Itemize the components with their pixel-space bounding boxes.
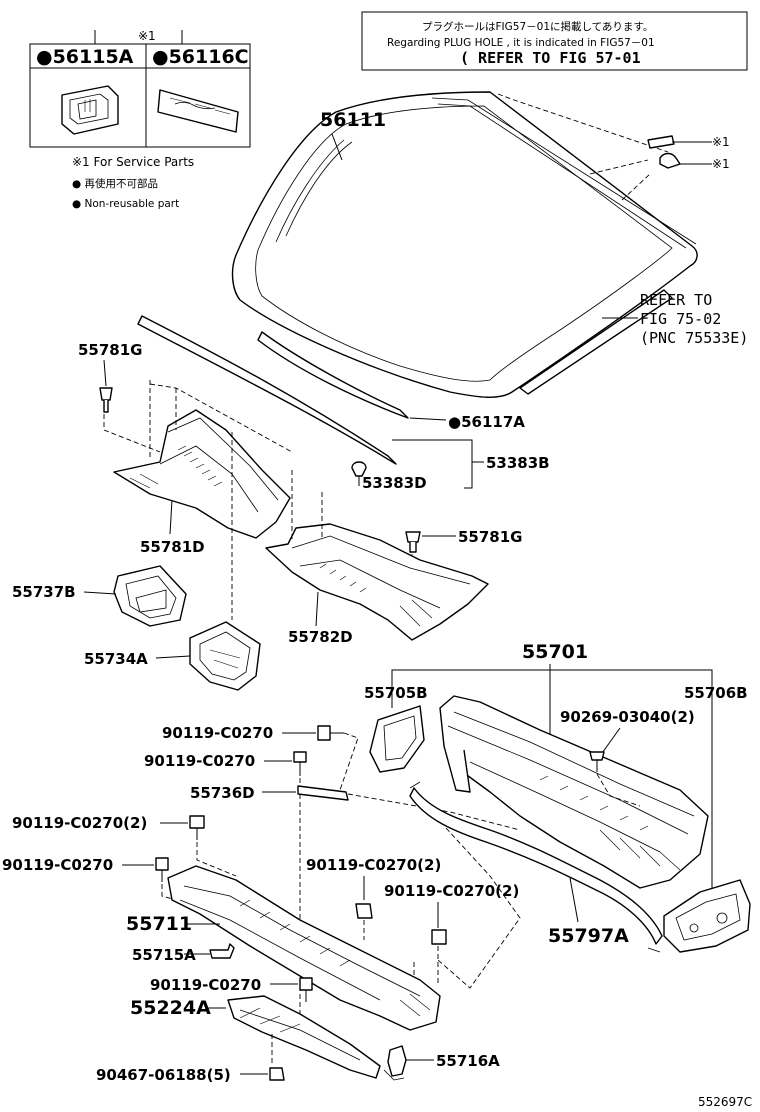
label-55715a: 55715A [132, 946, 196, 964]
label-90269: 90269-03040(2) [560, 708, 695, 726]
label-56111: 56111 [320, 109, 386, 131]
part-55715a: 55715A [132, 943, 235, 964]
refer-fig-75-note: REFER TO FIG 75-02 (PNC 75533E) [602, 291, 748, 347]
label-55701: 55701 [522, 641, 588, 663]
cowl-lower-55711: 55711 [126, 865, 441, 1031]
label-55782d: 55782D [288, 628, 353, 646]
seal-55734a: 55734A [84, 621, 261, 691]
plug-note-en: Regarding PLUG HOLE , it is indicated in… [387, 37, 655, 49]
label-55737b: 55737B [12, 583, 76, 601]
bolt-90119-g: 90119-C0270 [150, 976, 313, 1002]
label-55706b: 55706B [684, 684, 748, 702]
label-56117a: ●56117A [448, 413, 525, 431]
clip-90467: 90467-06188(5) [96, 1034, 285, 1084]
label-90119-g: 90119-C0270 [150, 976, 261, 994]
plug-note-jp: プラグホールはFIG57－01に掲載してあります。 [422, 20, 653, 33]
label-90119-f: 90119-C0270(2) [384, 882, 519, 900]
label-55797a: 55797A [548, 925, 629, 947]
refer-line-2: FIG 75-02 [640, 310, 721, 328]
legend-note-en: ● Non-reusable part [72, 198, 179, 210]
clip-56115a-drawing [61, 85, 119, 135]
service-clips: ※1 ※1 [647, 135, 730, 171]
plug-hole-note: プラグホールはFIG57－01に掲載してあります。 Regarding PLUG… [361, 11, 748, 71]
label-53383b: 53383B [486, 454, 550, 472]
lower-molding-56117a [257, 331, 409, 419]
refer-line-1: REFER TO [640, 291, 712, 309]
legend-note-service: ※1 For Service Parts [72, 155, 194, 169]
cowl-louver-left: 55781D [113, 380, 293, 620]
side-mark-2: ※1 [712, 157, 730, 171]
label-55781g-mid: 55781G [458, 528, 523, 546]
label-55711: 55711 [126, 913, 192, 935]
bracket-55706b: 55706B [663, 680, 751, 953]
hose-55797a: 55797A [409, 781, 663, 989]
part-55716a: 55716A [383, 1045, 500, 1081]
bracket-55705b: 55705B [364, 680, 428, 773]
cowl-louver-right: 55782D [265, 470, 489, 646]
bolt-90269: 90269-03040(2) [560, 708, 695, 807]
label-90119-d: 90119-C0270 [2, 856, 113, 874]
bolts-middle-group: 90119-C0270(2) 90119-C0270(2) [306, 856, 519, 1000]
legend-mark: ※1 [138, 29, 156, 43]
label-55734a: 55734A [84, 650, 148, 668]
windshield-glass: 56111 [231, 91, 698, 398]
label-55781g-top: 55781G [78, 341, 143, 359]
clip-55781g-top: 55781G [78, 341, 161, 453]
label-53383d: 53383D [362, 474, 427, 492]
label-90119-b: 90119-C0270 [144, 752, 255, 770]
part-55224a: 55224A [130, 995, 381, 1079]
bracket-55737b: 55737B [12, 565, 187, 627]
plug-note-ref: ( REFER TO FIG 57-01 [460, 49, 641, 67]
plug-note-box [361, 11, 748, 71]
service-parts-legend: ※1 ●56115A ●56116C ※1 For Service Parts … [29, 29, 251, 210]
label-90119-e: 90119-C0270(2) [306, 856, 441, 874]
label-55736d: 55736D [190, 784, 255, 802]
label-90119-a: 90119-C0270 [162, 724, 273, 742]
side-molding-strip [519, 289, 673, 395]
seal-56116c-drawing [157, 89, 239, 133]
label-55224a: 55224A [130, 997, 211, 1019]
side-mark-1: ※1 [712, 135, 730, 149]
legend-part-b: ●56116C [152, 46, 249, 68]
label-55716a: 55716A [436, 1052, 500, 1070]
legend-part-a: ●56115A [36, 46, 134, 68]
label-90119-c: 90119-C0270(2) [12, 814, 147, 832]
cowl-panel-55701: 55701 [391, 641, 713, 889]
refer-line-3: (PNC 75533E) [640, 329, 748, 347]
bolts-left-group: 90119-C0270 90119-C0270 55736D 90119-C02… [2, 724, 521, 1030]
labels-53383: 53383B 53383D [351, 439, 550, 492]
legend-note-jp: ● 再使用不可部品 [72, 177, 158, 190]
label-55781d: 55781D [140, 538, 205, 556]
strip-53383b [137, 315, 397, 465]
label-55705b: 55705B [364, 684, 428, 702]
label-90467: 90467-06188(5) [96, 1066, 231, 1084]
figure-id: 552697C [698, 1095, 752, 1109]
